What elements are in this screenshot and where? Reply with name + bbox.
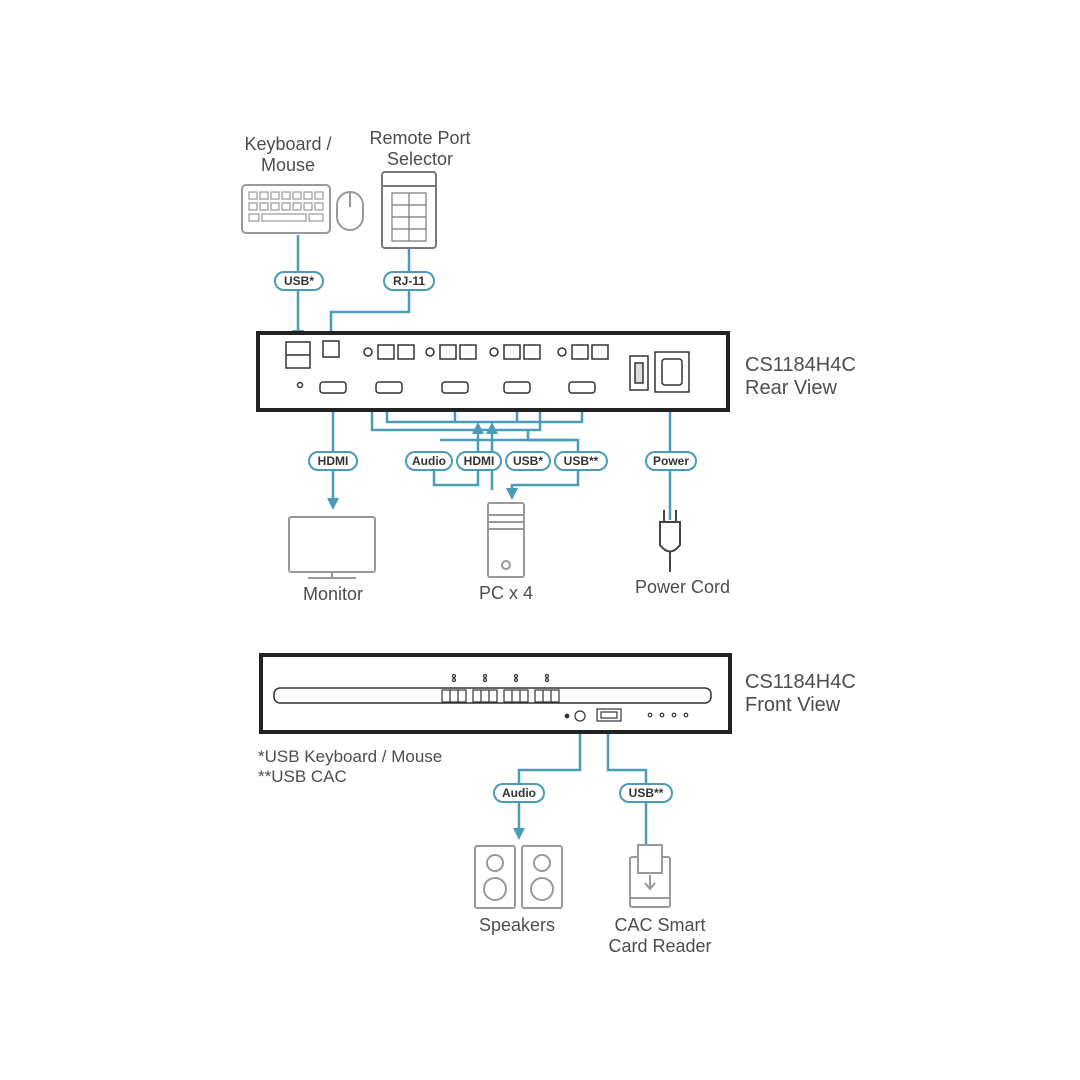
rj11-port xyxy=(322,340,340,358)
connector-pill-pc-audio: Audio xyxy=(405,451,453,471)
cac-reader-icon xyxy=(629,844,671,908)
power-cord-label: Power Cord xyxy=(634,577,731,597)
connector-pill-monitor-hdmi: HDMI xyxy=(308,451,358,471)
port-group-1 xyxy=(363,344,415,360)
connector-pill-pc-usb-cac: USB** xyxy=(554,451,608,471)
pc-icon xyxy=(487,502,525,578)
arrow-pc-usb xyxy=(506,488,518,500)
front-panel xyxy=(259,653,732,734)
hdmi-port-3 xyxy=(503,381,531,394)
remote-port-selector-label: Remote Port Selector xyxy=(369,128,471,169)
arrow-speakers xyxy=(513,828,525,840)
reset-hole xyxy=(296,381,304,389)
rear-view-title: CS1184H4C Rear View xyxy=(745,354,856,399)
connector-pill-rj11: RJ-11 xyxy=(383,271,435,291)
front-audio-jack xyxy=(574,710,586,722)
hdmi-port-1 xyxy=(375,381,403,394)
rear-panel xyxy=(256,331,730,412)
monitor-icon xyxy=(288,516,376,579)
front-audio-cable xyxy=(517,722,582,830)
hdmi-port-console xyxy=(319,381,347,394)
cac-reader-label: CAC Smart Card Reader xyxy=(608,915,712,956)
footnote-2: **USB CAC xyxy=(258,767,347,786)
connector-pill-power: Power xyxy=(645,451,697,471)
connector-pill-keyboard-usb: USB* xyxy=(274,271,324,291)
front-usb-cable xyxy=(606,722,648,845)
front-view-title: CS1184H4C Front View xyxy=(745,671,856,716)
front-button-4 xyxy=(534,673,560,703)
power-plug-icon xyxy=(659,510,681,572)
speakers-label: Speakers xyxy=(478,915,556,935)
keyboard-mouse-label: Keyboard / Mouse xyxy=(244,134,332,175)
connector-pill-pc-usb: USB* xyxy=(505,451,551,471)
hdmi-port-4 xyxy=(568,381,596,394)
connector-pill-front-audio: Audio xyxy=(493,783,545,803)
connector-pill-front-usb-cac: USB** xyxy=(619,783,673,803)
arrow-monitor xyxy=(327,498,339,510)
front-button-1 xyxy=(441,673,467,703)
front-button-3 xyxy=(503,673,529,703)
connector-pill-pc-hdmi: HDMI xyxy=(456,451,502,471)
arrow-pc-audio xyxy=(472,422,484,434)
pc-label: PC x 4 xyxy=(478,583,534,603)
arrow-pc-hdmi xyxy=(486,422,498,434)
keyboard-mouse-icon xyxy=(241,184,364,234)
port-group-4 xyxy=(557,344,609,360)
hdmi-port-2 xyxy=(441,381,469,394)
footnote-1: *USB Keyboard / Mouse xyxy=(258,747,443,766)
remote-port-selector-icon xyxy=(381,171,437,249)
rj11-cable xyxy=(329,245,411,338)
port-group-2 xyxy=(425,344,477,360)
speakers-icon xyxy=(474,845,563,909)
port-group-3 xyxy=(489,344,541,360)
monitor-label: Monitor xyxy=(302,584,364,604)
front-button-2 xyxy=(472,673,498,703)
